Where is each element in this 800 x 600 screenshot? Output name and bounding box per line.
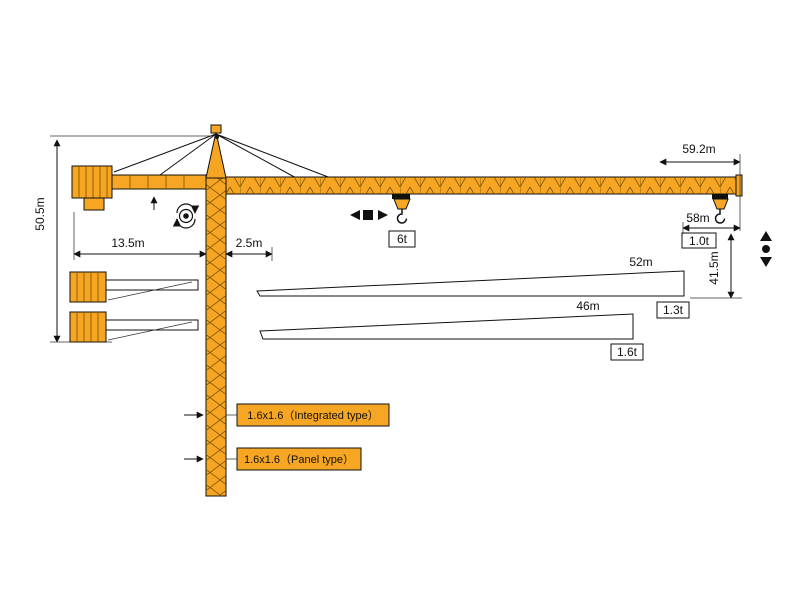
pendant-cable [159,133,217,176]
capacity-1-6t-label: 1.6t [617,345,638,359]
dim-mast-offset: 2.5m [225,236,273,261]
mast-integrated-box [236,403,390,427]
dim-counter-jib: 13.5m [73,212,207,260]
counter-jib [71,165,207,211]
jib-46-outline [259,313,634,340]
arrow-up-icon [760,231,772,241]
apex-cap [210,124,222,134]
mast-lattice [206,178,226,496]
dim-total-height: 50.5m [33,135,213,343]
jib-tip-cap [735,174,743,197]
counter-jib-segments [129,175,185,189]
pendant-cable [215,133,299,180]
dim-label-59-2m: 59.2m [682,142,715,156]
dim-alt-height: 41.5m [690,233,742,299]
jib-52-outline [256,270,685,297]
ballast-beam-2 [105,319,199,331]
trolley-mid [392,194,410,199]
slew-arc-bottom [172,218,196,229]
trolley-hook-mid: 6t [388,194,416,248]
dim-label-41-5m: 41.5m [707,251,721,284]
slewing-icon [172,203,200,229]
jib-46-label: 46m [576,299,599,313]
hoist-dot-icon [762,245,770,253]
jib-option-46: 46m 1.6t [259,299,644,361]
pendant-cable [113,133,217,173]
arrow-left-icon [350,210,360,220]
ballast-option-2 [69,311,199,343]
trolley-hook-tip: 1.0t [681,194,729,249]
counterweight-block [71,165,113,199]
ballast-plates-2 [76,312,99,342]
mast-label-panel: 1.6x1.6（Panel type） [184,447,362,471]
apex-frame [205,131,227,179]
dim-label-50-5m: 50.5m [33,197,47,230]
trolley-travel-icon [350,210,388,220]
apex-pulley [215,135,219,139]
hook-mid [396,209,408,224]
hook-block-tip [712,198,729,210]
arrow-down-icon [760,257,772,267]
tower-mast [205,177,227,497]
hook-block-mid [393,198,411,210]
main-jib [225,174,743,197]
slew-arc-top [176,203,200,214]
mast-panel-box [236,447,362,471]
counter-jib-beam [111,174,207,190]
dim-jib-tip-radius: 59.2m [659,142,741,231]
tower-apex [205,124,227,179]
pendant-cables [113,133,337,181]
trolley-tip [712,194,728,199]
dim-label-13-5m: 13.5m [111,236,144,250]
counterweight-plates [78,166,108,198]
mast-integrated-label: 1.6x1.6（Integrated type） [247,409,378,422]
jib-lattice [226,177,736,194]
capacity-1-6t-box [610,343,644,361]
capacity-1-3t-label: 1.3t [663,303,684,317]
ballast-plates-1 [76,272,99,302]
ballast-block-2 [69,311,107,343]
ballast-tie-2 [107,321,193,341]
mast-panel-label: 1.6x1.6（Panel type） [244,453,354,466]
hoist-icon [760,231,772,267]
mast-label-integrated: 1.6x1.6（Integrated type） [184,403,390,427]
ballast-tie-1 [107,281,193,301]
pendant-cable [215,133,337,181]
counterweight-lower [83,197,105,211]
hook-tip [714,209,726,224]
capacity-6t-label: 6t [397,232,408,246]
capacity-1-0t-box [681,232,717,249]
ballast-option-1 [69,271,199,303]
trolley-square-icon [363,210,373,220]
capacity-1-0t-label: 1.0t [689,234,710,248]
capacity-6t-box [388,230,416,248]
jib-option-52: 52m 1.3t [256,255,690,319]
ballast-beam-1 [105,279,199,291]
capacity-1-3t-box [656,301,690,319]
dim-label-58m: 58m [686,211,709,225]
dim-label-2-5m: 2.5m [236,236,263,250]
jib-52-label: 52m [629,255,652,269]
arrow-right-icon [378,210,388,220]
dim-max-radius: 58m [682,211,741,234]
ballast-block-1 [69,271,107,303]
slew-dot [183,213,189,219]
